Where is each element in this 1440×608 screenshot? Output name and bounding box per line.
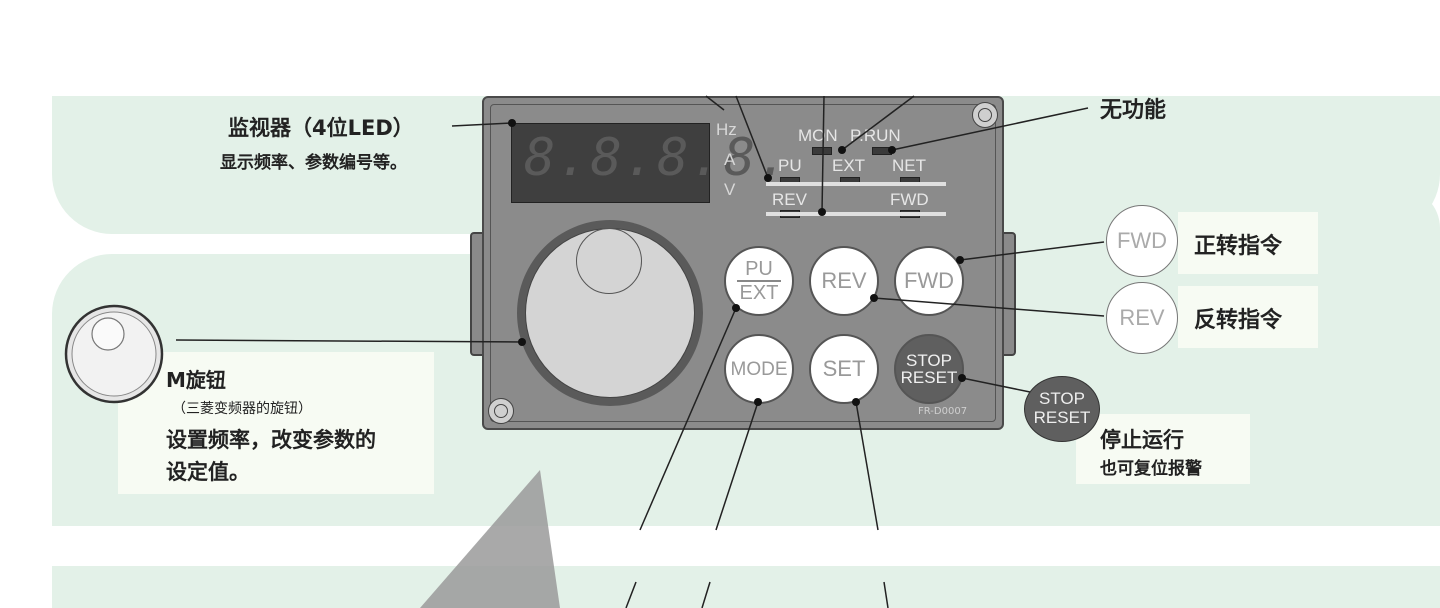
indicator-net: NET xyxy=(892,156,926,175)
rev-callout-button: REV xyxy=(1106,282,1178,354)
unit-hz: Hz xyxy=(716,120,737,139)
screw-icon xyxy=(972,102,998,128)
monitor-title: 监视器（4位LED） xyxy=(228,116,414,140)
fwd-callout-button: FWD xyxy=(1106,205,1178,277)
background-band-bottom xyxy=(52,566,1440,608)
indicator-ext: EXT xyxy=(832,156,866,175)
unit-v: V xyxy=(724,180,736,199)
indicator-pu: PU xyxy=(778,156,802,175)
m-knob-sub: （三菱变频器的旋钮） xyxy=(172,401,312,417)
stop-desc-line2: 也可复位报警 xyxy=(1100,459,1202,479)
fwd-label-box xyxy=(1178,212,1318,274)
indicator-led xyxy=(812,147,832,155)
stop-callout-button: STOP RESET xyxy=(1024,376,1100,442)
m-dial-nub xyxy=(576,228,642,294)
background-band-right-top xyxy=(1000,96,1440,158)
m-knob-label-box xyxy=(118,352,434,494)
led-digits: 8.8.8.8. xyxy=(524,128,791,188)
stop-desc-line1: 停止运行 xyxy=(1100,428,1184,452)
pu-label: PU xyxy=(745,258,773,280)
rev-desc: 反转指令 xyxy=(1194,308,1283,333)
stop-label: STOP xyxy=(906,351,952,370)
stop-label-box xyxy=(1076,414,1250,484)
model-label: FR-D0007 xyxy=(918,406,968,417)
divider xyxy=(737,280,781,282)
monitor-desc: 显示频率、参数编号等。 xyxy=(220,153,407,173)
rev-label-box xyxy=(1178,286,1318,348)
reset-callout-label: RESET xyxy=(1033,408,1091,427)
m-knob-desc-line2: 设定值。 xyxy=(166,460,250,484)
ext-label: EXT xyxy=(739,282,779,304)
indicator-bar xyxy=(766,212,946,216)
fwd-button[interactable]: FWD xyxy=(894,246,964,316)
unit-a: A xyxy=(724,150,736,169)
mode-button[interactable]: MODE xyxy=(724,334,794,404)
no-function-label: 无功能 xyxy=(1100,98,1167,123)
m-knob-desc-line1: 设置频率，改变参数的 xyxy=(166,428,376,452)
indicator-rev: REV xyxy=(772,190,807,209)
indicator-mon: MON xyxy=(798,126,838,145)
stop-reset-button[interactable]: STOP RESET xyxy=(894,334,964,404)
set-button[interactable]: SET xyxy=(809,334,879,404)
indicator-prun: P.RUN xyxy=(850,126,901,145)
led-monitor: 8.8.8.8. xyxy=(511,123,788,203)
indicator-fwd: FWD xyxy=(890,190,929,209)
rev-button[interactable]: REV xyxy=(809,246,879,316)
indicator-bar xyxy=(766,182,946,186)
fwd-desc: 正转指令 xyxy=(1194,234,1283,259)
reset-label: RESET xyxy=(900,368,958,387)
screw-icon xyxy=(488,398,514,424)
stop-callout-label: STOP xyxy=(1039,389,1085,409)
m-knob-title: M旋钮 xyxy=(166,368,226,392)
